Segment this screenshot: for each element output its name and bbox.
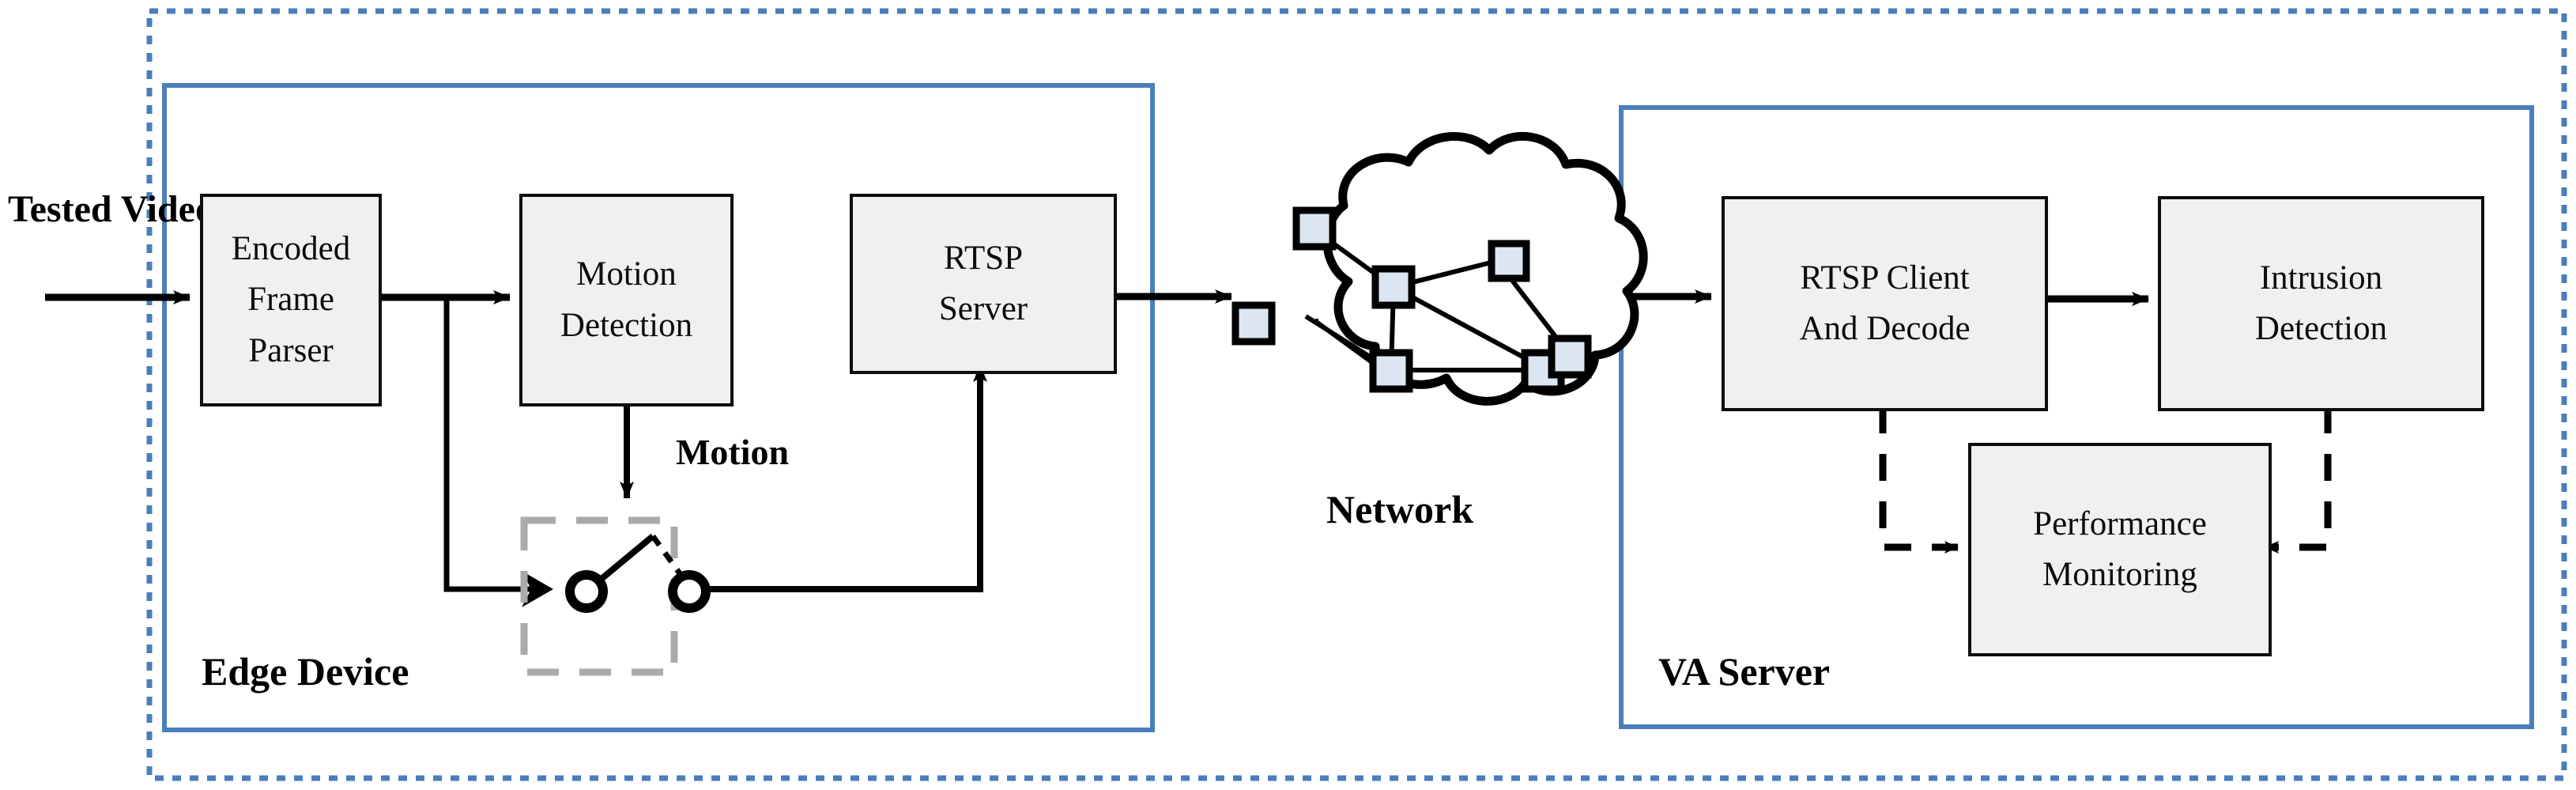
node-performance-monitoring-line2: Monitoring bbox=[2042, 556, 2197, 593]
stream-switch-icon[interactable] bbox=[520, 516, 711, 676]
network-cloud-icon bbox=[1231, 131, 1648, 406]
node-encoded-frame-parser-line2: Frame bbox=[247, 281, 334, 319]
system-boundary bbox=[146, 8, 2567, 781]
node-rtsp-server-line1: RTSP bbox=[943, 239, 1024, 277]
node-rtsp-client-line2: And Decode bbox=[1799, 310, 1971, 347]
node-intrusion-detection[interactable]: Intrusion Detection bbox=[2158, 196, 2484, 411]
node-motion-detection-line2: Detection bbox=[560, 306, 693, 344]
va-server-zone bbox=[1619, 105, 2534, 729]
connector-rtsp-client-to-performance bbox=[1879, 406, 1959, 554]
tested-video-line2: Video bbox=[120, 188, 214, 230]
node-rtsp-server-line2: Server bbox=[938, 290, 1028, 327]
tested-video-label: Tested Video bbox=[8, 187, 214, 232]
node-encoded-frame-parser-line1: Encoded bbox=[231, 229, 351, 267]
node-rtsp-client-and-decode[interactable]: RTSP Client And Decode bbox=[1722, 196, 2048, 411]
connector-intrusion-to-performance bbox=[2265, 406, 2332, 554]
node-encoded-frame-parser-line3: Parser bbox=[248, 331, 334, 369]
node-performance-monitoring-line1: Performance bbox=[2033, 505, 2207, 542]
edge-device-zone bbox=[162, 83, 1155, 732]
tested-video-line1: Tested bbox=[8, 188, 112, 230]
connector-parser-to-switch bbox=[443, 301, 531, 592]
va-server-zone-label: VA Server bbox=[1658, 649, 1831, 694]
node-rtsp-client-line1: RTSP Client bbox=[1800, 259, 1970, 297]
node-performance-monitoring[interactable]: Performance Monitoring bbox=[1968, 443, 2272, 656]
network-label: Network bbox=[1326, 487, 1474, 531]
node-intrusion-detection-line2: Detection bbox=[2254, 310, 2388, 347]
node-motion-detection-line1: Motion bbox=[576, 255, 677, 293]
switch-input-arrowhead bbox=[522, 571, 553, 607]
node-encoded-frame-parser[interactable]: Encoded Frame Parser bbox=[200, 194, 382, 406]
motion-edge-label: Motion bbox=[676, 432, 790, 472]
node-motion-detection[interactable]: Motion Detection bbox=[519, 194, 734, 406]
node-rtsp-server[interactable]: RTSP Server bbox=[850, 194, 1117, 374]
edge-device-zone-label: Edge Device bbox=[202, 649, 409, 694]
connector-switch-to-rtsp-server bbox=[700, 380, 983, 592]
node-intrusion-detection-line1: Intrusion bbox=[2259, 259, 2383, 297]
